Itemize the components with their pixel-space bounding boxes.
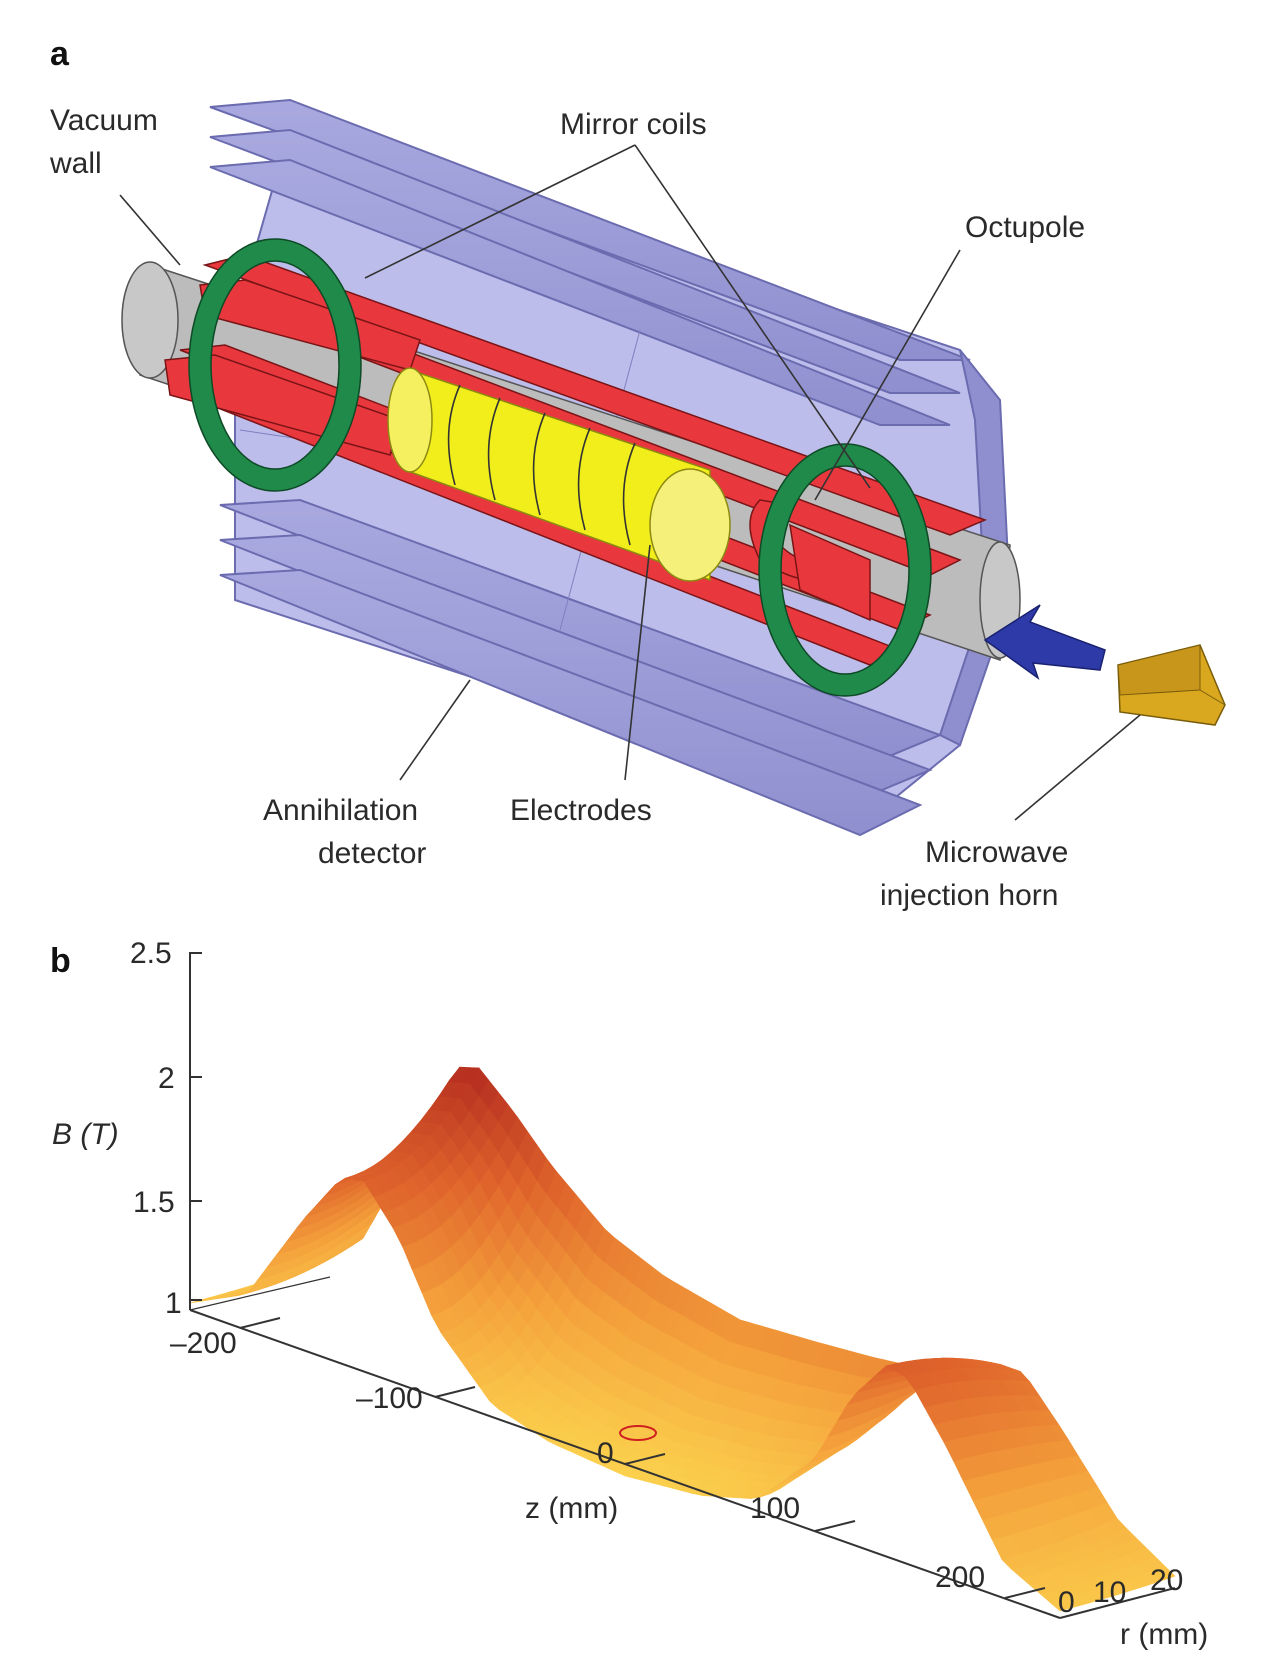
microwave-horn-label-line1: Microwave — [925, 836, 1068, 869]
b-tick-2: 2 — [158, 1062, 175, 1095]
octupole-label: Octupole — [965, 211, 1085, 244]
z-tick-100: 100 — [750, 1492, 800, 1525]
b-tick-1-5: 1.5 — [133, 1186, 175, 1219]
r-axis-line — [1059, 1587, 1176, 1619]
b-tick-1: 1 — [165, 1287, 182, 1320]
microwave-arrow — [983, 604, 1106, 680]
mirror-coil-right — [758, 443, 932, 697]
microwave-horn-shape — [1117, 644, 1226, 726]
annihilation-detector-label-line2: detector — [318, 837, 426, 870]
trap-center-marker — [619, 1425, 657, 1441]
b-tick-2-5: 2.5 — [130, 937, 172, 970]
labels-a: Vacuum wall Mirror coils Octupole Annihi… — [49, 104, 1085, 912]
b-axis-label: B (T) — [52, 1118, 119, 1151]
panel-label-a: a — [50, 35, 70, 73]
z-tick-neg200: –200 — [170, 1327, 237, 1360]
r-tick-0: 0 — [1058, 1586, 1075, 1619]
mirror-coils-label: Mirror coils — [560, 108, 707, 141]
panel-b: b 2.5 2 1.5 1 B (T) –200 –100 0 100 — [50, 937, 1208, 1651]
vacuum-wall-label-line2: wall — [49, 147, 102, 180]
vacuum-wall-label-line1: Vacuum — [50, 104, 158, 137]
surface-patch — [1049, 1599, 1071, 1612]
annihilation-detector-label-line1: Annihilation — [263, 794, 418, 827]
r-axis-label: r (mm) — [1120, 1618, 1208, 1651]
field-surface — [189, 1066, 1176, 1612]
microwave-horn-label-line2: injection horn — [880, 879, 1058, 912]
axes-b: 2.5 2 1.5 1 B (T) –200 –100 0 100 200 z … — [52, 937, 1208, 1651]
z-tick-neg100: –100 — [356, 1382, 423, 1415]
r-tick-10: 10 — [1093, 1576, 1126, 1609]
z-tick-0: 0 — [597, 1437, 614, 1470]
panel-label-b: b — [50, 942, 71, 980]
z-axis-label: z (mm) — [525, 1492, 618, 1525]
z-tick-200: 200 — [935, 1561, 985, 1594]
electrodes-label: Electrodes — [510, 794, 652, 827]
panel-a: a — [49, 35, 1226, 912]
r-tick-20: 20 — [1150, 1564, 1183, 1597]
electrodes-shape — [387, 367, 731, 582]
leader-lines — [119, 144, 1141, 821]
mirror-coil-left — [188, 238, 362, 492]
